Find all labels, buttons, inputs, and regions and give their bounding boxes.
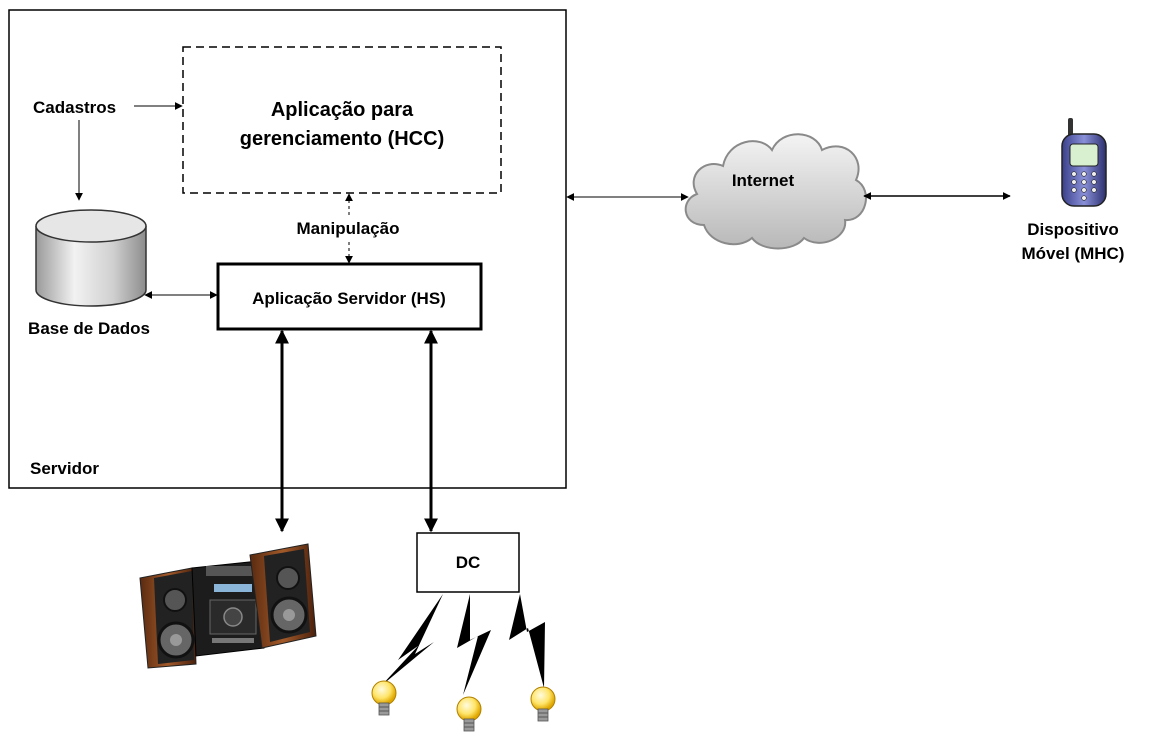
dc-box: [416, 532, 520, 593]
management-app-box: [182, 46, 502, 194]
mobile-phone-icon: [1061, 118, 1107, 207]
mobile-label-line2: Móvel (MHC): [1022, 244, 1125, 263]
registrations-label: Cadastros: [33, 98, 116, 117]
lightning-icon: [457, 594, 491, 695]
light-bulb-icon: [456, 696, 482, 732]
light-bulb-icon: [371, 680, 397, 716]
management-app-title-line2: gerenciamento (HCC): [240, 128, 444, 150]
dc-label: DC: [456, 553, 481, 572]
manipulation-label: Manipulação: [297, 219, 400, 238]
database-label: Base de Dados: [28, 319, 150, 338]
mobile-label-line1: Dispositivo: [1027, 220, 1119, 239]
internet-label: Internet: [732, 171, 795, 190]
stereo-system-icon: [139, 543, 317, 669]
manipulation-label-bg: [280, 216, 415, 240]
lightning-icon: [381, 594, 443, 686]
server-label: Servidor: [30, 459, 99, 478]
cloud-icon: [684, 133, 867, 250]
server-app-label: Aplicação Servidor (HS): [252, 289, 446, 308]
management-app-title-line1: Aplicação para: [271, 99, 414, 121]
lightning-icon: [509, 594, 545, 688]
server-app-box: [216, 262, 483, 331]
database-cylinder-icon: [35, 209, 147, 307]
light-bulb-icon: [530, 686, 556, 722]
